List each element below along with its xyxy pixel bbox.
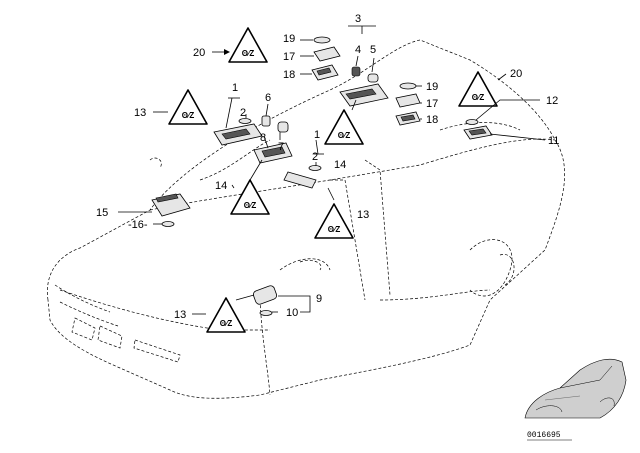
callout-7: 7	[278, 141, 284, 153]
roof-console-front	[213, 123, 263, 146]
warning-triangle-14b: ʘ∕Z	[230, 179, 270, 215]
vehicle-thumbnail	[524, 358, 627, 419]
callout-13c: 13	[174, 309, 186, 321]
callout-5: 5	[370, 44, 376, 56]
callout-18b: 18	[426, 114, 438, 126]
callout-20a: 20	[193, 47, 205, 59]
reading-lamp-18b	[395, 111, 421, 126]
callout-4: 4	[355, 44, 361, 56]
leader-lines	[118, 25, 546, 315]
callout-3: 3	[355, 13, 361, 25]
warning-triangle-13c: ʘ∕Z	[206, 297, 246, 333]
callout-20b: 20	[510, 68, 522, 80]
callout-11: 11	[548, 135, 559, 147]
map-light-8	[253, 142, 293, 164]
callout-14a: 14	[334, 159, 346, 171]
callout-17b: 17	[426, 98, 438, 110]
callout-13b: 13	[357, 209, 369, 221]
callout-2a: 2	[240, 107, 246, 119]
callout-numbers: 20 13 1 2 6 8 7 3 4 5 19 17 18 1 2 14 19…	[96, 13, 559, 321]
roof-console-rear	[339, 83, 389, 107]
callout-13a: 13	[134, 107, 146, 119]
bulb-19b	[399, 82, 417, 90]
callout-16: -16-	[128, 219, 148, 231]
interior-lamp-11	[463, 125, 493, 140]
reading-lamp-18a	[311, 64, 339, 81]
warning-triangle-20b: ʘ∕Z	[458, 71, 498, 107]
warning-triangle-14a: ʘ∕Z	[324, 109, 364, 145]
callout-1a: 1	[232, 82, 238, 94]
bulb-5	[367, 73, 379, 83]
car-outline	[47, 39, 565, 399]
bulb-2b	[308, 165, 322, 171]
reading-lamp-17b	[395, 93, 421, 108]
callout-19a: 19	[283, 33, 295, 45]
footwell-light-9	[252, 285, 278, 305]
callout-9: 9	[316, 293, 322, 305]
warning-triangle-20a: ʘ∕Z	[228, 27, 268, 63]
bulb-7	[277, 121, 289, 133]
bulb-10	[259, 310, 273, 316]
part-code: 0016695	[527, 431, 561, 440]
warning-label-text: ʘ∕Z	[244, 201, 257, 210]
reading-lamp-17a	[313, 46, 341, 62]
callout-12: 12	[546, 95, 558, 107]
callout-2b: 2	[312, 151, 318, 163]
warning-label-text: ʘ∕Z	[472, 93, 485, 102]
warning-label-text: ʘ∕Z	[220, 319, 233, 328]
bulb-19a	[313, 36, 331, 44]
callout-1b: 1	[314, 129, 320, 141]
callout-18a: 18	[283, 69, 295, 81]
callout-10: 10	[286, 307, 298, 319]
warning-label-text: ʘ∕Z	[338, 131, 351, 140]
callout-6: 6	[265, 92, 271, 104]
bulb-6	[261, 115, 271, 127]
warning-triangle-13b: ʘ∕Z	[314, 203, 354, 239]
bulb-2a	[238, 118, 252, 124]
warning-label-text: ʘ∕Z	[242, 49, 255, 58]
bulb-16	[161, 221, 175, 227]
warning-label-text: ʘ∕Z	[328, 225, 341, 234]
bulb-12	[465, 119, 479, 125]
callout-14b: 14	[215, 180, 227, 192]
callout-17a: 17	[283, 51, 295, 63]
bulb-4	[351, 66, 361, 77]
callout-15: 15	[96, 207, 108, 219]
callout-19b: 19	[426, 81, 438, 93]
glovebox-light-15	[151, 193, 191, 217]
light-strip-2b	[283, 171, 317, 189]
warning-triangle-13a: ʘ∕Z	[168, 89, 208, 125]
callout-8: 8	[260, 132, 266, 144]
warning-label-text: ʘ∕Z	[182, 111, 195, 120]
